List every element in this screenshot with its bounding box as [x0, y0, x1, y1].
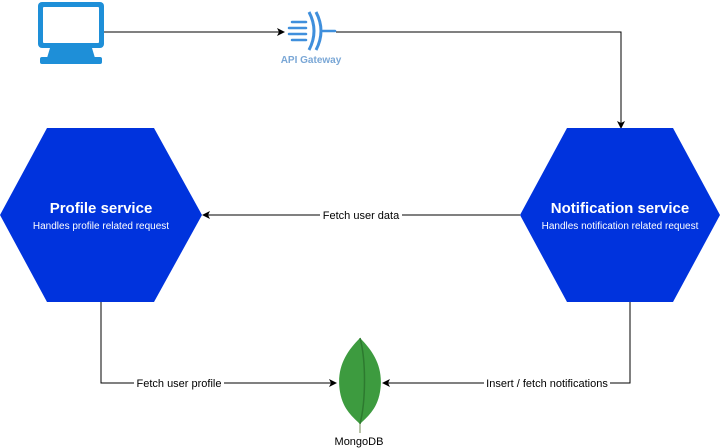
edge-label-fetch-user-profile: Fetch user profile	[137, 378, 222, 390]
api-gateway-node: API Gateway	[281, 11, 342, 66]
api-gateway-icon	[287, 11, 337, 51]
edge-notification-to-profile: Fetch user data	[202, 207, 520, 222]
mongodb-node: MongoDB	[335, 337, 384, 448]
notification-service-node: Notification service Handles notificatio…	[520, 128, 720, 302]
profile-service-subtitle: Handles profile related request	[33, 221, 169, 232]
mongodb-leaf-icon	[339, 337, 381, 433]
profile-service-node: Profile service Handles profile related …	[0, 128, 202, 302]
edge-label-fetch-user-data: Fetch user data	[323, 210, 400, 222]
profile-service-title: Profile service	[50, 200, 153, 217]
computer-icon	[38, 2, 104, 64]
notification-service-subtitle: Handles notification related request	[542, 221, 699, 232]
edge-label-insert-fetch-notifications: Insert / fetch notifications	[486, 378, 608, 390]
edge-profile-to-mongodb: Fetch user profile	[100, 302, 337, 390]
notification-service-title: Notification service	[551, 200, 689, 217]
edge-notification-to-mongodb: Insert / fetch notifications	[382, 302, 631, 390]
mongodb-label: MongoDB	[335, 436, 384, 448]
api-gateway-label: API Gateway	[281, 55, 342, 66]
edge-gateway-to-notification	[336, 31, 625, 129]
